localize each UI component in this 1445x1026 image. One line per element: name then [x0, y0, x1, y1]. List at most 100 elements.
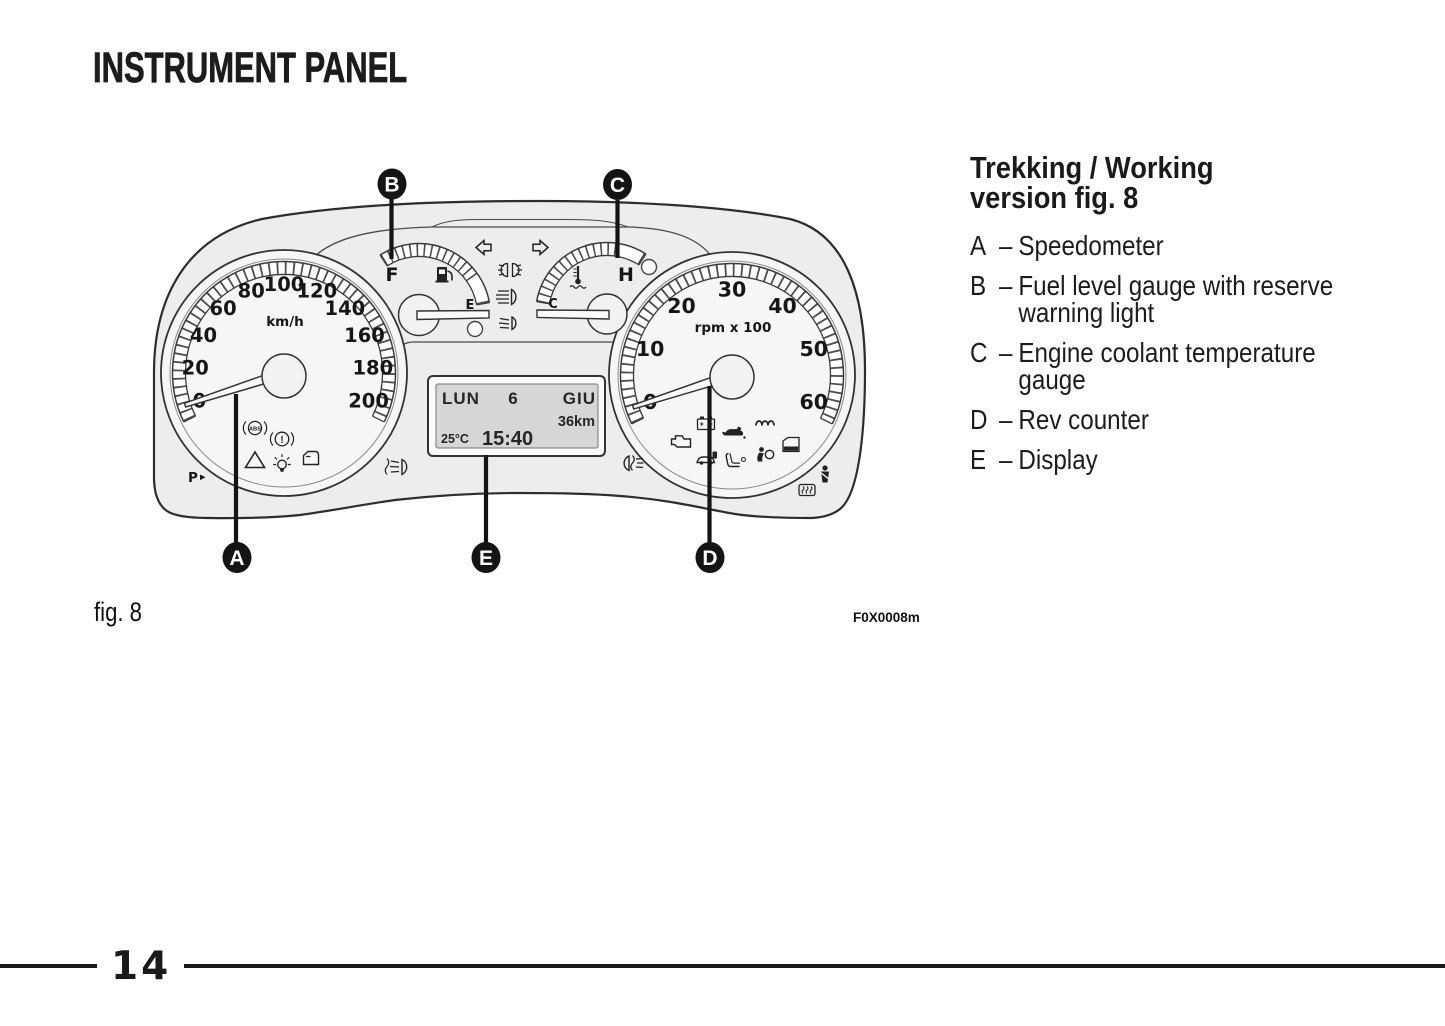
figure-caption: fig. 8: [94, 597, 143, 627]
temp-needle-label: C: [548, 297, 558, 312]
temp-hot-label: H: [618, 264, 634, 286]
speedometer-unit: km/h: [266, 314, 304, 330]
rev-numeral: 60: [800, 390, 829, 414]
rev-hub: [709, 354, 755, 400]
seatbelt-icon: [820, 465, 830, 483]
rev-counter-unit: rpm x 100: [695, 320, 772, 336]
display-screen: [435, 383, 599, 449]
rear-fog-icon: [623, 454, 644, 472]
speedometer-numeral: 100: [264, 273, 305, 296]
display-month: GIU: [563, 389, 596, 408]
seat-icon: [725, 452, 747, 468]
parking-icon: P: [188, 470, 206, 486]
instrument-cluster-diagram: 020406080100120140160180200 km/h 0102030…: [152, 168, 867, 573]
legend-item-a: A–Speedometer: [970, 230, 1392, 261]
legend-item-label: Speedometer: [1018, 230, 1164, 261]
check-engine-icon: [670, 435, 692, 448]
speedometer-face: [169, 258, 399, 488]
display-temperature: 25°C: [441, 432, 469, 446]
speedometer-numeral: 20: [182, 356, 209, 379]
speedometer-numeral: 160: [344, 324, 385, 347]
hazard-triangle-icon: [244, 450, 266, 469]
page-title: INSTRUMENT PANEL: [93, 44, 408, 93]
brake-warning-icon: !: [269, 431, 295, 447]
fuel-filter-icon: [782, 436, 800, 453]
turn-right-icon: [532, 238, 550, 257]
rev-numeral: 10: [636, 337, 665, 361]
legend-item-key: E: [970, 444, 987, 475]
fuel-needle: [416, 309, 490, 321]
oil-pressure-icon: [722, 426, 746, 439]
display-date: 6: [508, 389, 517, 408]
display-time: 15:40: [482, 428, 533, 450]
fuel-pump-icon: [435, 267, 453, 283]
callout-b-label: B: [384, 174, 399, 197]
display-day: LUN: [442, 389, 480, 408]
temp-needle: [536, 309, 610, 320]
legend-item-label: Display: [1018, 444, 1098, 475]
legend-item-label: Rev counter: [1018, 404, 1149, 435]
speedometer-numeral: 80: [238, 279, 265, 302]
footer-rule-right: [184, 964, 1445, 968]
legend-item-key: B: [970, 270, 987, 301]
rev-numeral: 40: [768, 294, 797, 318]
svg-text:P: P: [188, 470, 198, 486]
legend-item-key: A: [970, 230, 987, 261]
display-trip: 36km: [558, 414, 595, 430]
callout-d: [695, 542, 725, 573]
callout-stems: [233, 199, 712, 543]
legend-heading: Trekking / Working version fig. 8: [970, 150, 1392, 215]
position-lights-icon: [498, 262, 522, 278]
callout-c-label: C: [610, 174, 625, 197]
door-open-icon: [302, 450, 320, 466]
speedometer-numeral: 120: [296, 279, 337, 302]
fuel-reserve-warning-light: [466, 320, 484, 338]
callout-e-label: E: [479, 547, 493, 570]
rev-numeral: 20: [667, 294, 696, 318]
legend-heading-line2: version fig. 8: [970, 180, 1139, 215]
figure-code: F0X0008m: [853, 610, 920, 625]
legend-item-key: C: [970, 337, 988, 368]
rev-numeral: 50: [800, 337, 829, 361]
legend: Trekking / Working version fig. 8 A–Spee…: [970, 150, 1392, 486]
legend-item-d: D–Rev counter: [970, 404, 1392, 435]
abs-icon: ABS: [242, 420, 268, 436]
front-fog-icon: [384, 458, 408, 476]
fuel-full-label: F: [386, 264, 399, 286]
callout-d-label: D: [702, 547, 717, 570]
body-inner-line2: [431, 218, 629, 228]
legend-item-dash: –: [999, 270, 1013, 301]
callout-a: [222, 542, 252, 573]
callout-e: [471, 542, 501, 573]
turn-left-icon: [474, 238, 492, 257]
footer-rule-left: [0, 964, 97, 968]
callout-b: [377, 168, 407, 200]
speedometer-numeral: 40: [190, 324, 217, 347]
legend-item-dash: –: [999, 230, 1013, 261]
legend-item-e: E–Display: [970, 444, 1392, 475]
legend-item-dash: –: [999, 444, 1013, 475]
rear-defrost-icon: [798, 483, 816, 497]
speedometer-numeral: 180: [352, 356, 393, 379]
rev-counter-face: [617, 260, 847, 490]
legend-item-dash: –: [999, 337, 1013, 368]
airbag-icon: [757, 447, 775, 462]
speedometer-hub: [261, 353, 307, 399]
high-beam-icon: [496, 288, 517, 306]
thermometer-icon: [569, 266, 587, 289]
speedometer-numeral: 60: [210, 297, 237, 320]
svg-text:!: !: [280, 435, 283, 446]
svg-text:ABS: ABS: [249, 426, 261, 432]
page-number: 14: [111, 944, 172, 989]
rev-numeral: 30: [718, 277, 747, 301]
legend-heading-line1: Trekking / Working: [970, 150, 1214, 185]
glow-plug-icon: [755, 420, 775, 426]
body-inner-line: [311, 226, 713, 260]
exterior-light-icon: [273, 454, 291, 472]
callout-a-label: A: [229, 547, 244, 570]
